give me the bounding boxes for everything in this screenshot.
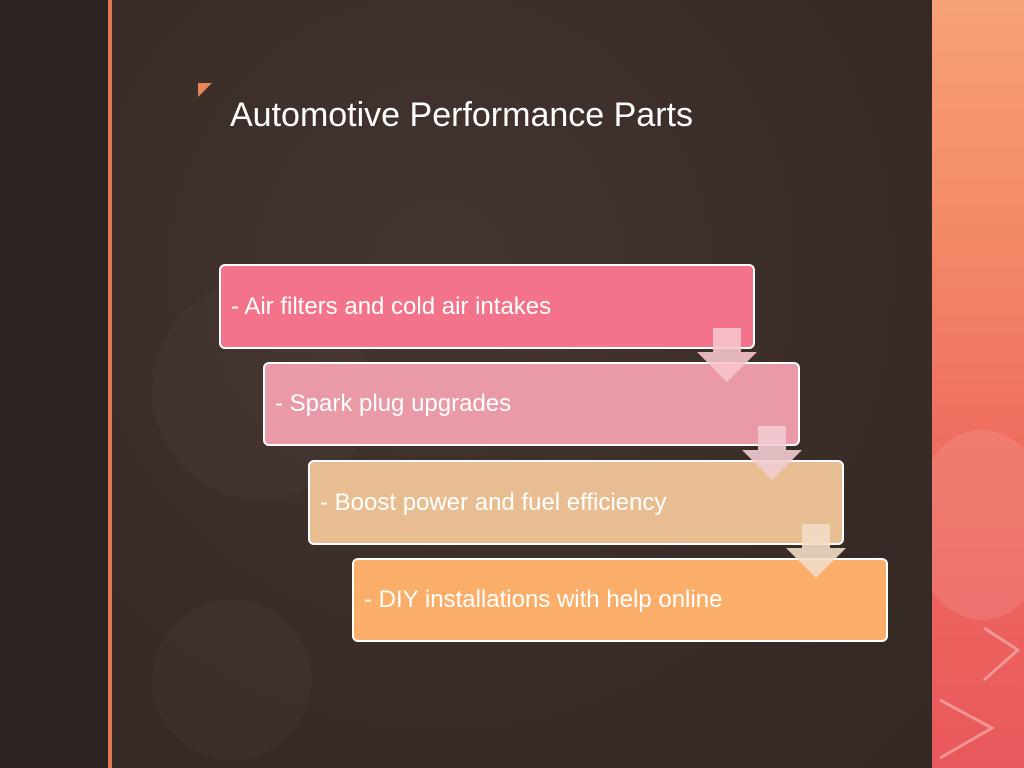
- process-step-label: - Spark plug upgrades: [275, 390, 512, 417]
- process-step-1: - Air filters and cold air intakes: [219, 264, 755, 349]
- process-step-label: - Boost power and fuel efficiency: [320, 488, 667, 516]
- title-corner-marker-icon: [198, 83, 212, 97]
- process-step-2: - Spark plug upgrades: [263, 362, 800, 446]
- right-decorative-panel: [932, 0, 1024, 768]
- down-arrow-icon: [742, 426, 802, 480]
- process-step-4: - DIY installations with help online: [352, 558, 888, 642]
- decorative-circle: [152, 600, 312, 760]
- slide-title: Automotive Performance Parts: [230, 96, 693, 134]
- down-arrow-icon: [697, 328, 757, 382]
- process-step-label: - DIY installations with help online: [364, 586, 723, 613]
- chevron-decoration-icon: [939, 626, 1021, 760]
- down-arrow-icon: [786, 524, 846, 578]
- process-step-label: - Air filters and cold air intakes: [231, 292, 552, 320]
- left-band: [0, 0, 108, 768]
- decorative-ring: [932, 430, 1024, 620]
- left-accent-rule: [108, 0, 112, 768]
- process-step-3: - Boost power and fuel efficiency: [308, 460, 844, 545]
